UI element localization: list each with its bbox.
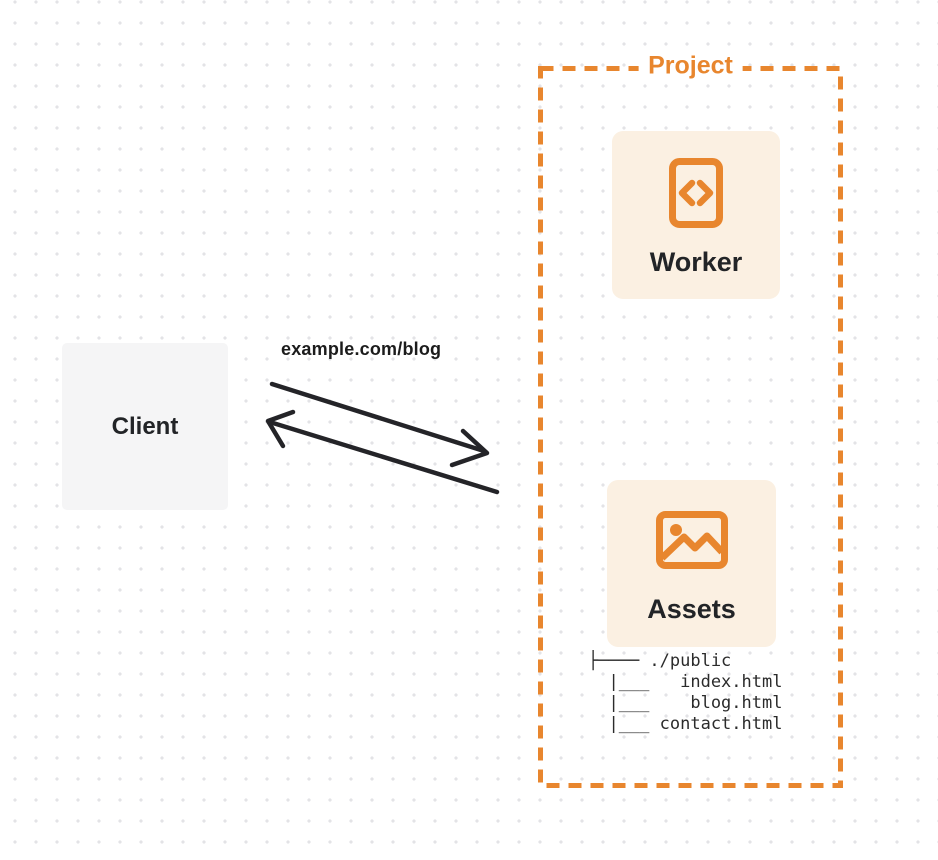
tree-line-index: |___ index.html (588, 672, 783, 692)
worker-label: Worker (649, 247, 743, 277)
worker-node: Worker (612, 131, 780, 299)
client-label: Client (111, 412, 179, 440)
assets-label: Assets (647, 594, 736, 624)
assets-node: Assets (607, 480, 776, 647)
response-arrow (265, 409, 500, 495)
request-arrow (269, 381, 490, 468)
project-container: Project Worker Assets (538, 51, 843, 788)
request-url-label: example.com/blog (281, 339, 442, 359)
project-dashed-border (538, 66, 843, 788)
project-title: Project (638, 51, 743, 81)
tree-line-blog: |___ blog.html (588, 693, 783, 713)
code-file-icon (669, 158, 723, 228)
tree-line-public: ├──── ./public (588, 651, 732, 671)
tree-line-contact: |___ contact.html (588, 714, 783, 734)
image-icon (655, 511, 728, 569)
assets-file-tree: ├──── ./public |___ index.html |___ blog… (588, 651, 782, 735)
client-node: Client (62, 343, 228, 510)
